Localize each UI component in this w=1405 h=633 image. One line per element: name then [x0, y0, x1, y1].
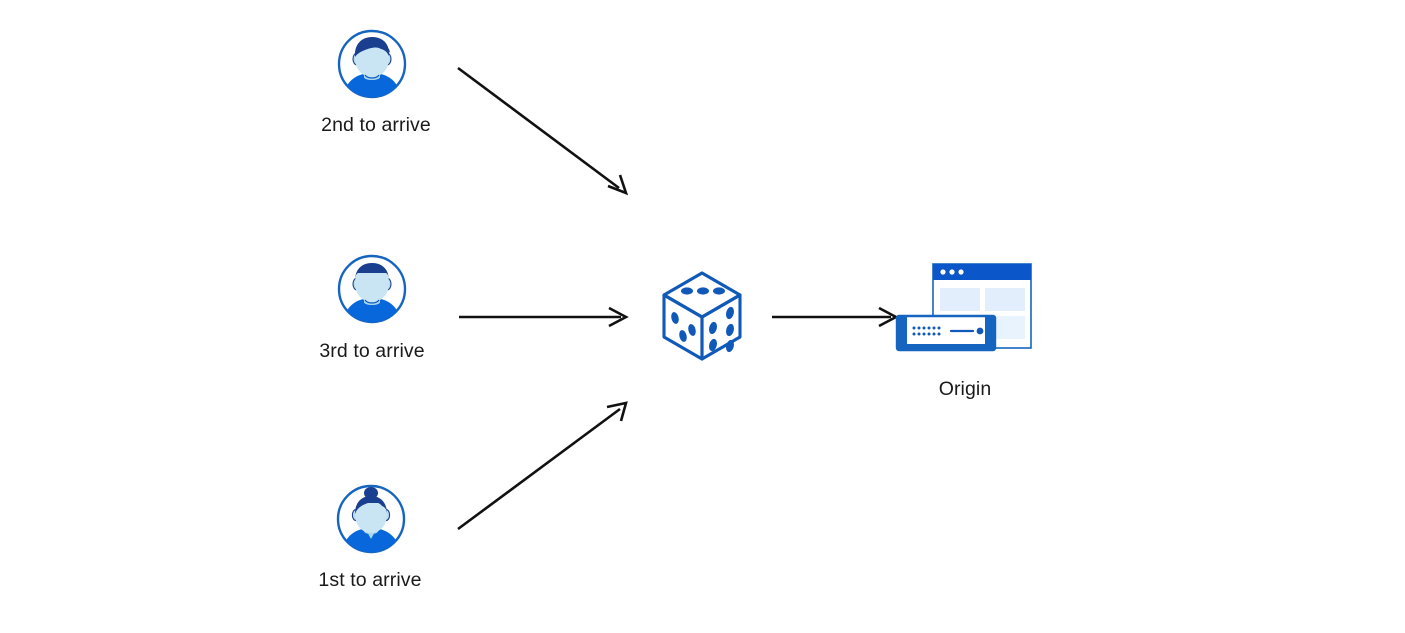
client-node-2nd[interactable]	[336, 28, 408, 100]
server-port-grid	[912, 326, 941, 336]
edge-client1-dice-arrow	[457, 66, 629, 196]
client-node-1st[interactable]	[335, 483, 407, 555]
edge-client3-dice-arrow	[457, 401, 628, 531]
edge-client2-dice-arrow	[459, 306, 629, 328]
dice-right-pips	[709, 306, 734, 353]
rack-server-device	[895, 314, 997, 352]
client-label-2nd: 2nd to arrive	[321, 114, 431, 136]
dice-top-pips	[681, 287, 725, 295]
user-avatar-icon	[337, 254, 407, 324]
user-avatar-icon	[336, 484, 406, 554]
dice-left-pips	[671, 312, 696, 342]
user-avatar-icon	[337, 29, 407, 99]
client-label-3rd: 3rd to arrive	[319, 340, 425, 362]
dice-icon	[662, 271, 742, 361]
edge-dice-origin-arrow	[772, 306, 899, 328]
origin-label: Origin	[938, 378, 992, 400]
origin-node[interactable]	[893, 258, 1035, 366]
origin-server-icon	[895, 263, 1032, 352]
random-selector-node[interactable]	[658, 268, 746, 364]
client-node-3rd[interactable]	[336, 253, 408, 325]
client-label-1st: 1st to arrive	[318, 569, 422, 591]
